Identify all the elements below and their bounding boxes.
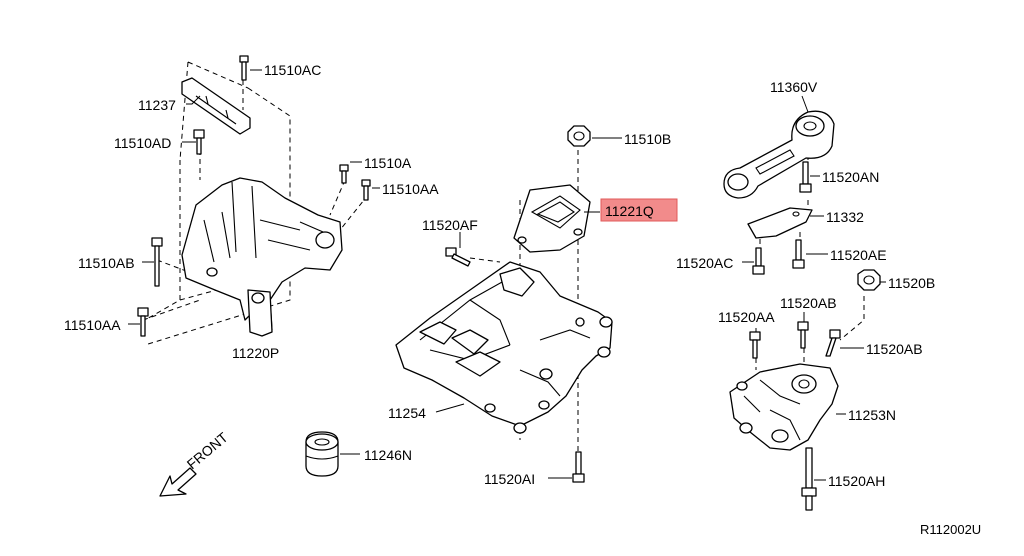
- label-11510AC[interactable]: 11510AC: [264, 62, 321, 78]
- label-11520AI[interactable]: 11520AI: [484, 471, 535, 487]
- label-11253N[interactable]: 11253N: [848, 407, 896, 423]
- label-11520AN[interactable]: 11520AN: [822, 169, 879, 185]
- mount-assembly-right: [723, 110, 881, 511]
- leader-lines: [128, 69, 886, 481]
- bolt-11520AN[interactable]: [799, 161, 812, 193]
- label-11520AC[interactable]: 11520AC: [676, 255, 733, 271]
- part-labels: 11510AC 11237 11510AD 11510A 11510AA 115…: [64, 62, 935, 489]
- bolt-11510AA-left[interactable]: [137, 307, 149, 337]
- label-11520AB-top[interactable]: 11520AB: [780, 295, 837, 311]
- bushing-11246N[interactable]: [305, 431, 339, 477]
- label-11510A[interactable]: 11510A: [364, 155, 412, 171]
- nut-11510B[interactable]: [567, 125, 591, 147]
- label-11520AE[interactable]: 11520AE: [830, 247, 887, 263]
- front-direction-indicator: FRONT: [159, 429, 232, 497]
- bolt-11520AE[interactable]: [792, 239, 805, 269]
- label-11510AB[interactable]: 11510AB: [78, 255, 135, 271]
- mount-assembly-left: [137, 55, 371, 346]
- bracket-11332[interactable]: [747, 207, 813, 239]
- label-11254[interactable]: 11254: [388, 405, 426, 421]
- nut-11520B[interactable]: [857, 269, 881, 291]
- front-label: FRONT: [184, 429, 232, 473]
- bolt-11510AC[interactable]: [239, 55, 249, 81]
- bolt-11520AB-right[interactable]: [825, 329, 841, 357]
- label-11510AA-top[interactable]: 11510AA: [382, 181, 439, 197]
- member-bracket-11254[interactable]: [395, 261, 613, 427]
- bolt-11510AB[interactable]: [151, 237, 163, 287]
- bolt-11520AF[interactable]: [445, 247, 471, 267]
- label-11510B[interactable]: 11510B: [624, 131, 671, 147]
- label-11520B[interactable]: 11520B: [888, 275, 935, 291]
- label-11520AB-right[interactable]: 11520AB: [866, 341, 923, 357]
- stud-bolt-11520AH[interactable]: [801, 447, 817, 511]
- label-11510AD[interactable]: 11510AD: [114, 135, 171, 151]
- bolt-11520AI[interactable]: [572, 451, 585, 483]
- bolt-11520AA-right[interactable]: [749, 331, 761, 359]
- highlight-box-11221Q: [600, 198, 678, 222]
- label-11237[interactable]: 11237: [138, 97, 176, 113]
- bracket-11237[interactable]: [181, 77, 251, 135]
- bolt-11510AA-top[interactable]: [361, 179, 371, 201]
- member-assembly-center: [305, 125, 613, 483]
- insulator-11221Q[interactable]: [513, 184, 591, 253]
- engine-mount-11220P[interactable]: [181, 177, 343, 333]
- bolt-11510AD[interactable]: [193, 129, 205, 155]
- bolt-11520AC[interactable]: [752, 247, 765, 275]
- label-11520AH[interactable]: 11520AH: [828, 473, 885, 489]
- label-11220P[interactable]: 11220P: [232, 345, 279, 361]
- label-11360V[interactable]: 11360V: [770, 79, 818, 95]
- label-11221Q[interactable]: 11221Q: [605, 203, 654, 219]
- label-11520AF[interactable]: 11520AF: [422, 217, 478, 233]
- reference-code: R112002U: [920, 522, 981, 537]
- label-11246N[interactable]: 11246N: [364, 447, 412, 463]
- bolt-11510A[interactable]: [339, 164, 349, 184]
- front-arrow-icon: [159, 467, 197, 497]
- torque-rod-11360V[interactable]: [723, 110, 835, 199]
- label-11510AA-left[interactable]: 11510AA: [64, 317, 121, 333]
- label-11520AA-right[interactable]: 11520AA: [718, 309, 775, 325]
- bolt-11520AB-top[interactable]: [797, 321, 809, 349]
- label-11332[interactable]: 11332: [826, 209, 864, 225]
